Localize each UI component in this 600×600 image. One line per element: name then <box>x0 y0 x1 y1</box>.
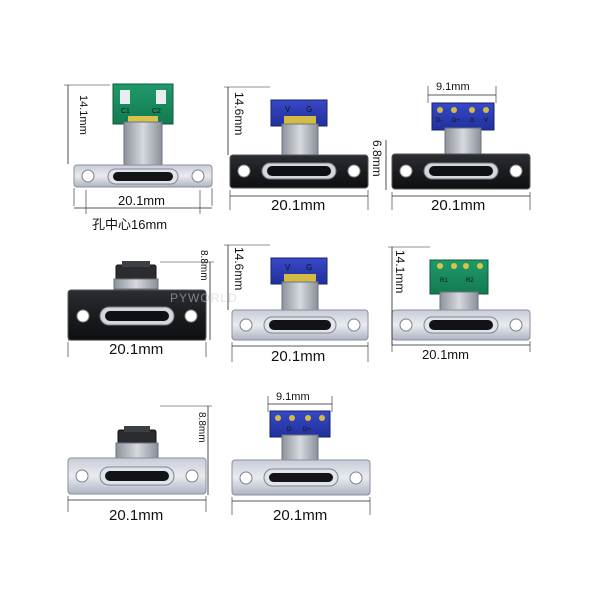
connector-shell <box>123 121 163 168</box>
pcb-board: V G <box>270 257 328 285</box>
width-dimension: 20.1mm <box>229 190 369 214</box>
pcb-board: D- D+ G V <box>431 102 495 131</box>
product-8: D- D+ 9.1mm 20.1mm <box>231 391 371 524</box>
dimension-label: 20.1mm <box>273 507 327 524</box>
pcb-mark: C1 <box>121 108 130 115</box>
connector-shell <box>281 434 319 463</box>
dimension-label: 14.6mm <box>232 92 246 135</box>
mounting-flange <box>73 164 213 188</box>
dimension-label: 20.1mm <box>422 347 469 362</box>
height-dimension: 6.8mm <box>370 140 387 190</box>
connector-shell <box>281 123 319 158</box>
dimension-label: 6.8mm <box>370 140 384 177</box>
pcb-mark: D+ <box>303 427 311 433</box>
height-dimension: 14.6mm <box>224 86 270 155</box>
product-7: 8.8mm 20.1mm <box>67 405 212 524</box>
pcb-mark: D- <box>436 118 442 124</box>
dimension-label: 20.1mm <box>109 341 163 358</box>
dimension-label: 9.1mm <box>436 81 470 93</box>
dimension-label: 20.1mm <box>271 197 325 214</box>
pcb-mark: G <box>306 105 312 114</box>
product-1: C1 C2 14.1mm 20.1mm 孔中心16mm <box>64 83 213 232</box>
width-dimension: 20.1mm <box>231 342 369 365</box>
pcb-board: D- D+ <box>269 410 331 438</box>
hole-spacing-label: 孔中心16mm <box>92 217 167 232</box>
pcb-mark: V <box>285 263 291 272</box>
dimension-label: 20.1mm <box>118 193 165 208</box>
pcb-mark: V <box>484 118 488 124</box>
product-5: V G 14.6mm 20.1mm <box>224 244 369 365</box>
pcb-mark: V <box>285 105 291 114</box>
dimension-label: 20.1mm <box>109 507 163 524</box>
pcb-mark: R1 <box>440 278 448 284</box>
width-dimension: 20.1mm <box>67 339 207 358</box>
connector-shell <box>281 281 319 313</box>
connector-shell <box>444 127 482 157</box>
dimension-label: 9.1mm <box>276 391 310 403</box>
dimension-label: 14.1mm <box>393 250 407 293</box>
width-dimension: 20.1mm <box>67 496 207 524</box>
pcb-mark: C2 <box>152 108 161 115</box>
pcb-width-dimension: 9.1mm <box>267 391 333 412</box>
mounting-flange <box>67 457 207 495</box>
mounting-flange <box>231 309 369 341</box>
pcb-mark: G <box>306 263 312 272</box>
product-6: R1 R2 14.1mm 20.1mm <box>388 246 531 362</box>
dimension-label: 14.1mm <box>77 95 89 135</box>
watermark: PYWORLD <box>170 291 238 305</box>
pcb-board: C1 C2 <box>112 83 174 125</box>
pcb-mark: R2 <box>466 278 474 284</box>
mounting-flange <box>229 154 369 189</box>
pcb-mark: D- <box>287 427 293 433</box>
product-3: D- D+ G V 9.1mm 6.8mm 20.1mm <box>370 81 531 214</box>
product-4: 8.8mm 20.1mm <box>67 250 214 358</box>
dimension-label: 8.8mm <box>196 412 207 443</box>
height-dimension: 14.1mm <box>64 84 110 164</box>
dimension-label: 20.1mm <box>431 197 485 214</box>
dimension-label: 20.1mm <box>271 348 325 365</box>
dimension-label: 8.8mm <box>198 250 209 281</box>
mounting-flange <box>231 459 371 496</box>
width-dimension: 20.1mm 孔中心16mm <box>73 188 213 232</box>
mounting-flange <box>391 309 531 341</box>
pcb-width-dimension: 9.1mm <box>427 81 497 103</box>
height-dimension: 8.8mm <box>160 405 212 495</box>
height-dimension: 14.6mm <box>224 244 270 310</box>
mounting-flange <box>67 289 207 341</box>
connector-body <box>113 261 159 290</box>
pcb-mark: G <box>470 118 475 124</box>
width-dimension: 20.1mm <box>391 192 531 214</box>
mounting-flange <box>391 153 531 190</box>
height-dimension: 8.8mm <box>160 250 214 340</box>
connector-shell <box>439 291 479 313</box>
dimension-label: 14.6mm <box>232 247 246 290</box>
pcb-board: R1 R2 <box>429 259 489 295</box>
connector-body <box>115 426 159 461</box>
width-dimension: 20.1mm <box>231 497 371 524</box>
width-dimension: 20.1mm <box>391 341 531 362</box>
product-2: V G 14.6mm 20.1mm <box>224 86 369 214</box>
pcb-board: V G <box>270 99 328 127</box>
pcb-mark: D+ <box>452 118 460 124</box>
height-dimension: 14.1mm <box>388 246 430 345</box>
